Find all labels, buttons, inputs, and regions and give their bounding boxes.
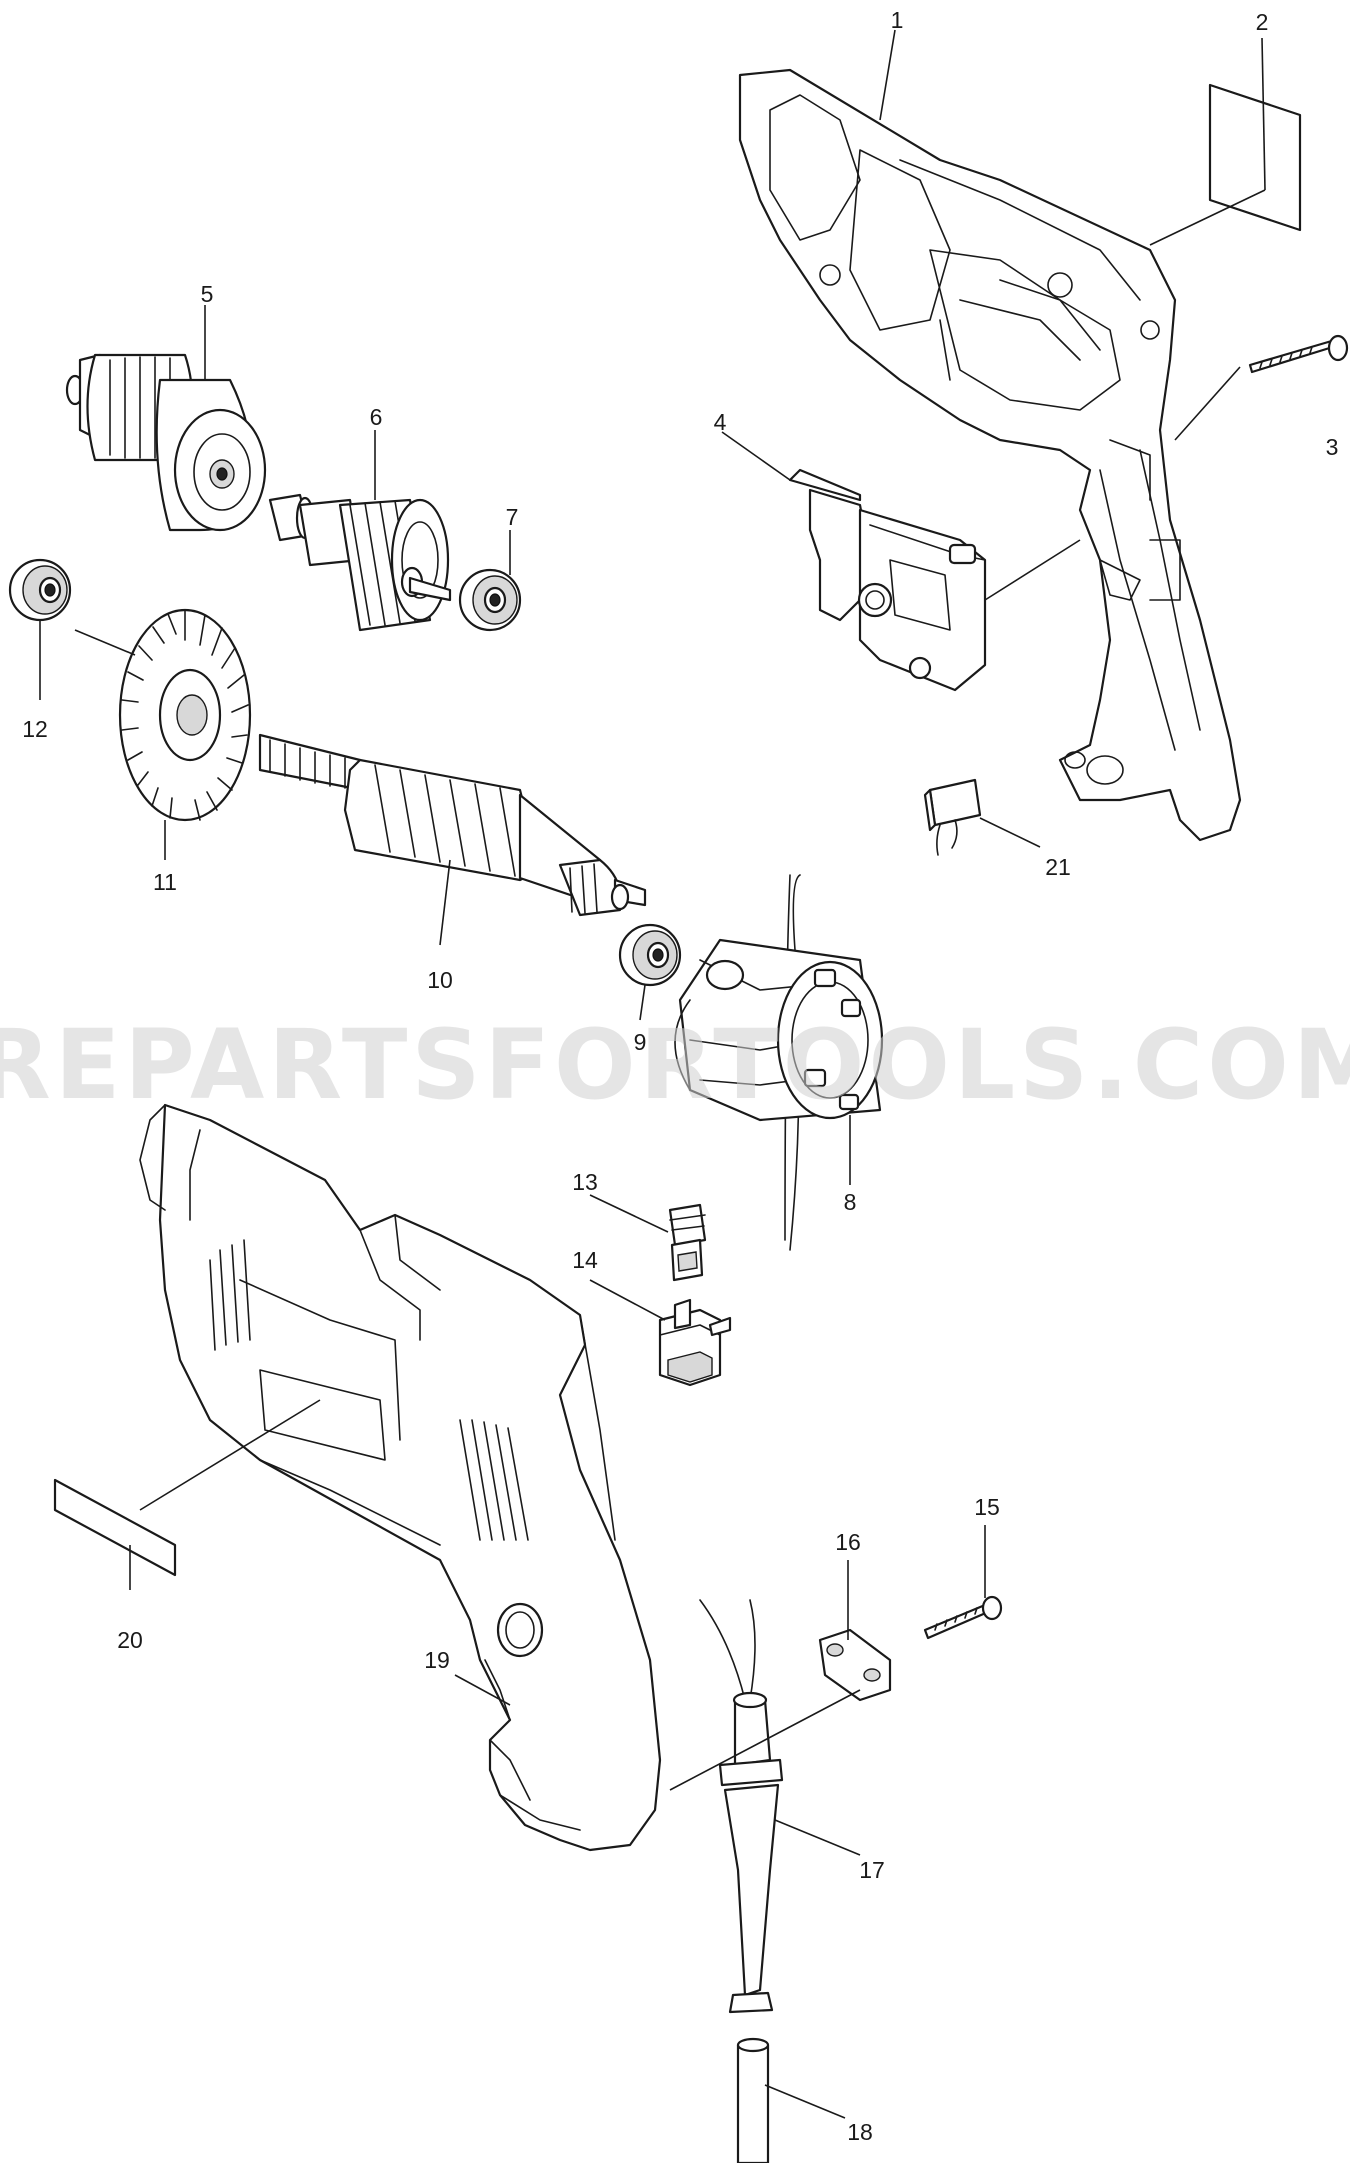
part-number-9: 9 (634, 1029, 647, 1055)
part-number-14: 14 (572, 1247, 598, 1273)
noise-suppressor-part-21[interactable] (923, 778, 982, 856)
field-stator-part-8[interactable] (674, 874, 884, 1251)
drill-chuck-part-5[interactable] (65, 353, 267, 532)
part-number-11: 11 (153, 869, 177, 895)
part-number-15: 15 (974, 1494, 1000, 1520)
ball-bearing-part-12[interactable] (8, 558, 72, 622)
part-number-4: 4 (714, 409, 727, 435)
housing-part-19[interactable] (139, 1103, 662, 1852)
part-number-21: 21 (1045, 854, 1071, 880)
armature-part-10[interactable] (258, 733, 647, 917)
switch-part-4[interactable] (788, 468, 987, 692)
part-number-10: 10 (427, 967, 453, 993)
label-part-20[interactable] (53, 1478, 177, 1577)
part-number-18: 18 (847, 2119, 873, 2145)
spindle-gear-part-6[interactable] (268, 493, 452, 632)
brush-holder-part-14[interactable] (658, 1298, 732, 1387)
watermark-text: SPAREPARTSFORTOOLS.COM.AU (0, 1009, 1350, 1121)
part-number-12: 12 (22, 716, 48, 742)
carbon-brush-part-13[interactable] (668, 1203, 707, 1282)
part-number-1: 1 (891, 7, 904, 33)
power-cord-part-18[interactable] (736, 2037, 770, 2163)
screw-part-3[interactable] (1248, 334, 1349, 374)
part-number-5: 5 (201, 281, 214, 307)
part-number-3: 3 (1326, 434, 1339, 460)
leader-lines (39, 29, 1266, 2119)
screw-part-15[interactable] (923, 1595, 1003, 1640)
part-number-13: 13 (572, 1169, 598, 1195)
part-number-17: 17 (859, 1857, 885, 1883)
part-numbers: 1 2 3 4 5 6 7 8 9 10 11 12 13 14 15 16 1… (22, 7, 1338, 2145)
ball-bearing-part-9[interactable] (618, 923, 682, 987)
part-number-20: 20 (117, 1627, 143, 1653)
ball-bearing-part-7[interactable] (458, 568, 522, 632)
part-number-2: 2 (1256, 9, 1269, 35)
part-number-19: 19 (424, 1647, 450, 1673)
part-number-8: 8 (844, 1189, 857, 1215)
housing-half-part-1[interactable] (738, 68, 1242, 842)
strain-relief-part-16[interactable] (818, 1628, 892, 1702)
part-number-6: 6 (370, 404, 383, 430)
part-number-16: 16 (835, 1529, 861, 1555)
label-plate-part-2[interactable] (1208, 83, 1302, 232)
part-number-7: 7 (506, 504, 519, 530)
cord-guard-part-17[interactable] (699, 1599, 784, 2014)
fan-part-11[interactable] (118, 608, 252, 822)
